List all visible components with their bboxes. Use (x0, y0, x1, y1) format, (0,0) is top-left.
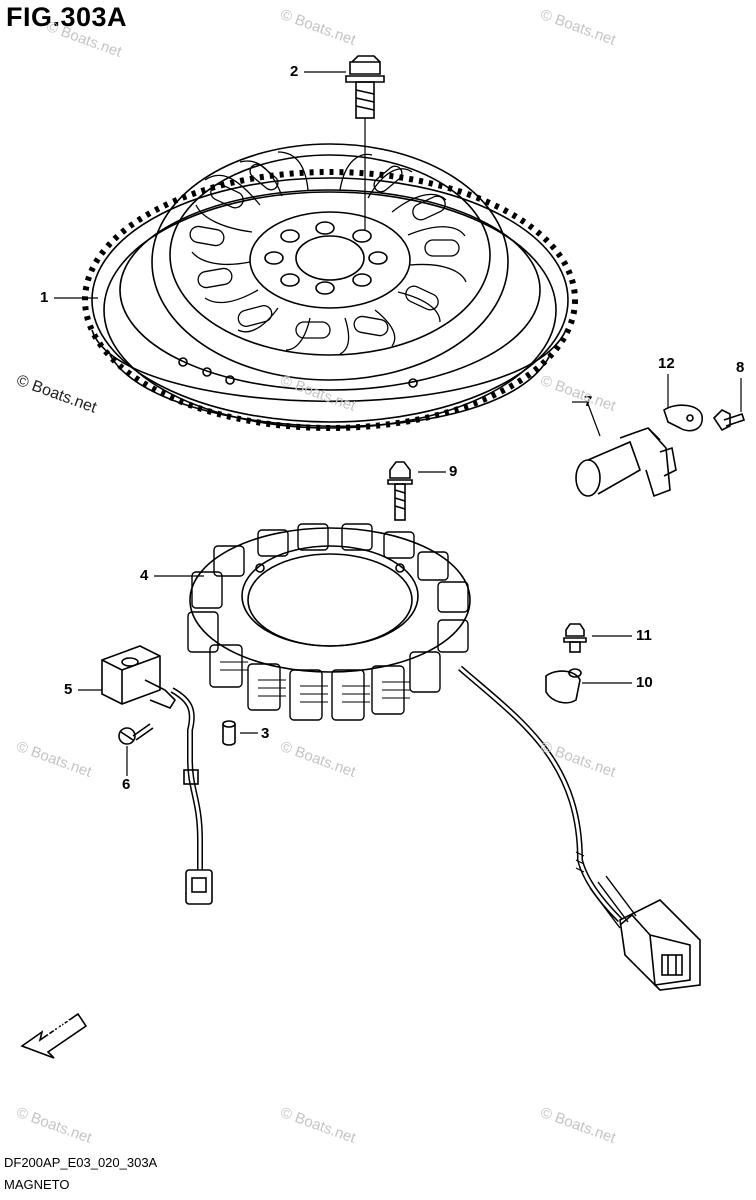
crank-sensor (575, 427, 677, 498)
figure-title: FIG.303A (6, 2, 128, 32)
flywheel-bolt (345, 55, 385, 230)
pulser-harness (170, 687, 203, 870)
stator-bolt (387, 461, 413, 521)
fwd-arrow (20, 1012, 88, 1059)
callout-7: 7 (584, 393, 593, 410)
callout-3: 3 (261, 725, 270, 742)
clamp-bolt (563, 623, 587, 653)
callout-6: 6 (122, 776, 131, 793)
stator-harness (458, 665, 637, 929)
callout-2: 2 (290, 63, 299, 80)
leader-lines (54, 71, 742, 776)
flywheel (82, 143, 578, 431)
harness-clamp (545, 668, 582, 704)
diagram-code: DF200AP_E03_020_303A (4, 1155, 158, 1170)
pulser-coil (101, 645, 177, 709)
callout-12: 12 (658, 355, 675, 372)
dowel-pin (222, 720, 236, 746)
callout-10: 10 (636, 674, 653, 691)
stator-connector (619, 899, 701, 991)
flywheel-fin-slots (189, 163, 460, 339)
pulser-screw (118, 723, 154, 745)
stator-coil-windings (220, 661, 410, 703)
callout-4: 4 (140, 567, 149, 584)
callout-1: 1 (40, 289, 49, 306)
sensor-bolt (712, 409, 746, 432)
wire-clamp (663, 404, 703, 432)
callout-5: 5 (64, 681, 73, 698)
hub-bolt-holes (264, 221, 388, 295)
pulser-connector (185, 869, 213, 905)
diagram-name: MAGNETO (4, 1177, 70, 1192)
stator-coils (187, 523, 469, 721)
stator (187, 523, 471, 721)
callout-9: 9 (449, 463, 458, 480)
callout-11: 11 (636, 627, 652, 644)
callout-8: 8 (736, 359, 745, 376)
